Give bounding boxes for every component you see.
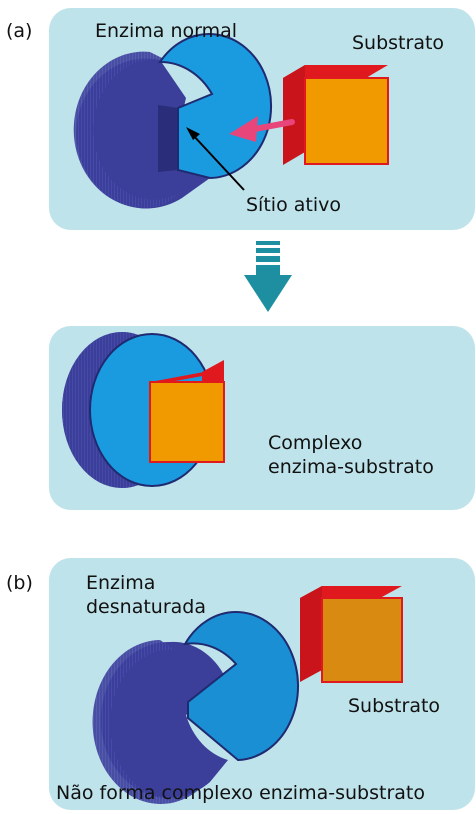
substrate-cube-b (300, 586, 403, 683)
active-site-label: Sítio ativo (246, 194, 341, 216)
denatured-enzyme-label-line1: Enzima (86, 572, 156, 594)
substrate-cube-a (283, 65, 389, 165)
substrate-label-a: Substrato (352, 32, 445, 54)
denatured-enzyme-label-line2: desnaturada (86, 596, 206, 618)
pink-arrow (229, 116, 295, 142)
panel-a-label: (a) (6, 20, 33, 42)
denatured-enzyme-shape (92, 611, 300, 804)
active-site-pointer-arrow (186, 127, 245, 191)
complex-label-line1: Complexo (268, 432, 363, 454)
substrate-label-b: Substrato (348, 695, 441, 717)
no-complex-footer: Não forma complexo enzima-substrato (56, 782, 425, 804)
down-arrow (244, 241, 292, 312)
normal-enzyme-label: Enzima normal (95, 20, 238, 42)
normal-enzyme-shape (73, 33, 273, 209)
complex-substrate-cube (149, 360, 225, 463)
panel-b-label: (b) (6, 572, 33, 594)
complex-label-line2: enzima-substrato (268, 456, 434, 478)
